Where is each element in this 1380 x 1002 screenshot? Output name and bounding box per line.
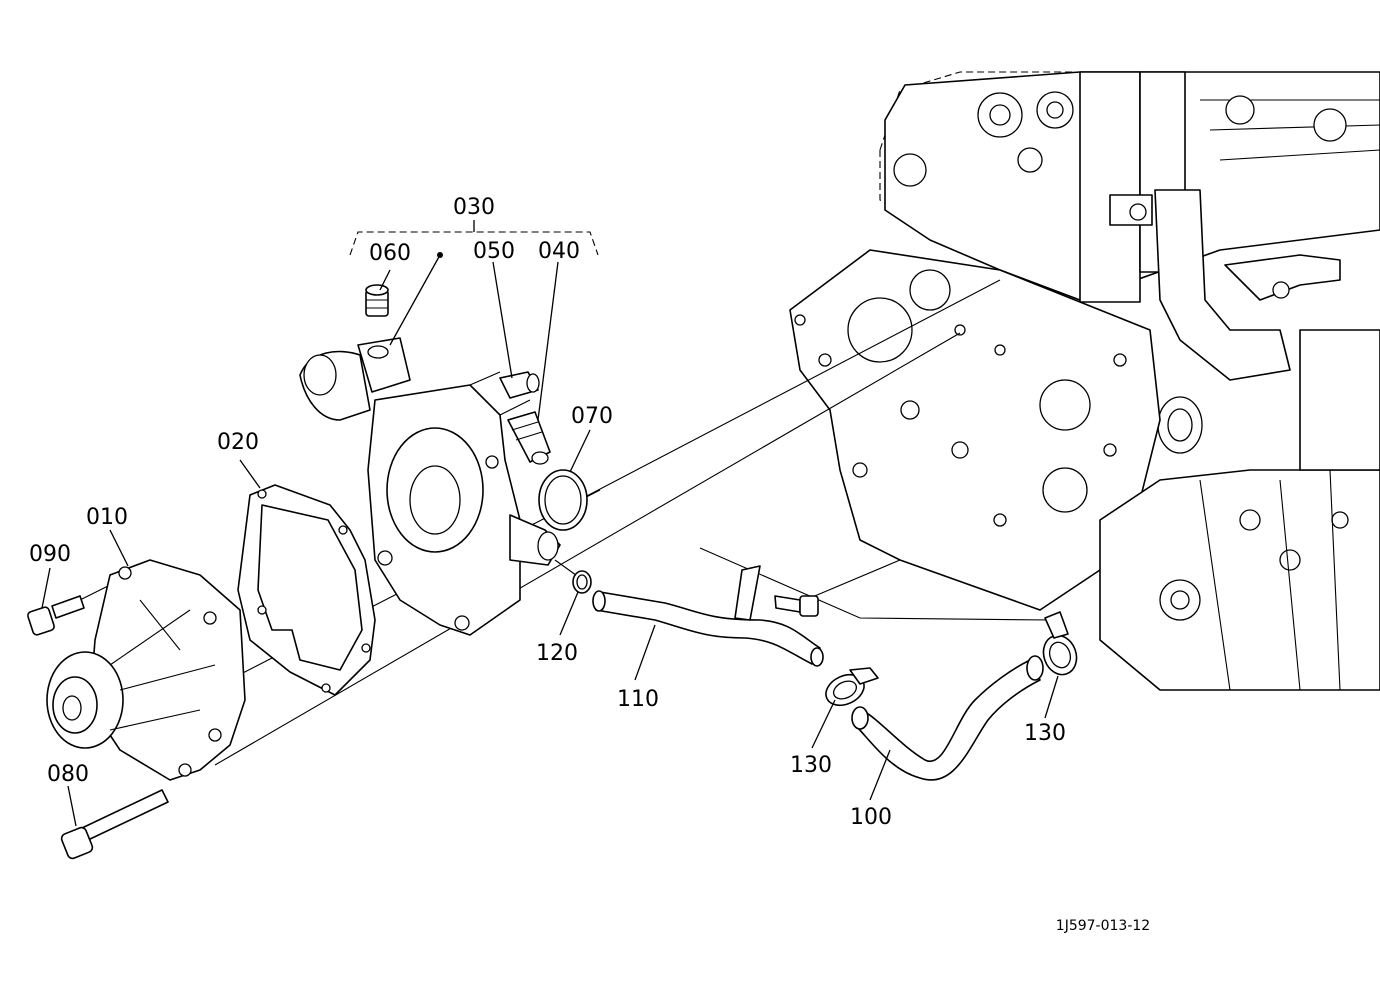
label-040[interactable]: 040 — [538, 239, 580, 264]
o-ring-120 — [572, 570, 592, 594]
engine-block — [789, 71, 1380, 691]
label-130-left[interactable]: 130 — [790, 753, 832, 778]
label-130-right[interactable]: 130 — [1024, 721, 1066, 746]
drawing-code: 1J597-013-12 — [1056, 918, 1150, 934]
label-120[interactable]: 120 — [536, 641, 578, 666]
bolt-080 — [60, 789, 169, 860]
assembly-guide-lines — [79, 279, 1051, 766]
water-pipe-110 — [592, 565, 824, 667]
label-030[interactable]: 030 — [453, 195, 495, 220]
label-070[interactable]: 070 — [571, 404, 613, 429]
label-020[interactable]: 020 — [217, 430, 259, 455]
label-100[interactable]: 100 — [850, 805, 892, 830]
plug-060 — [365, 284, 389, 317]
o-ring-070 — [538, 469, 588, 531]
hose-100 — [851, 655, 1044, 781]
nipple-040 — [507, 411, 551, 465]
label-090[interactable]: 090 — [29, 542, 71, 567]
gasket-020 — [237, 484, 376, 696]
pipe-050 — [499, 371, 540, 399]
bolt-090 — [27, 595, 85, 636]
hose-clamp-130-left — [825, 667, 879, 707]
label-080[interactable]: 080 — [47, 762, 89, 787]
part-labels: 030 060 050 040 070 020 010 090 080 120 … — [29, 195, 1066, 830]
hose-clamp-130-right — [1042, 611, 1078, 676]
leader-lines — [41, 220, 1059, 827]
label-060[interactable]: 060 — [369, 241, 411, 266]
water-flange-030 — [299, 337, 561, 636]
label-050[interactable]: 050 — [473, 239, 515, 264]
water-pump-010 — [46, 559, 246, 781]
label-010[interactable]: 010 — [86, 505, 128, 530]
label-110[interactable]: 110 — [617, 687, 659, 712]
